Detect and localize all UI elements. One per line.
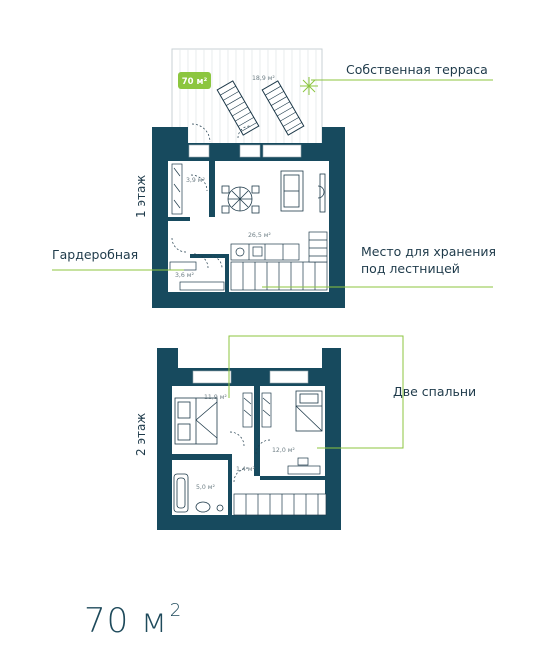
bed-icon [295,390,323,432]
terrace-callout: Собственная терраса [346,62,488,77]
sofa-icon [280,170,304,212]
storage-callout-line1: Место для хранения [361,244,496,259]
bathtub-icon [173,473,189,513]
bedroom2-area: 12,0 м² [272,447,295,454]
desk-icon [287,457,321,475]
parasol-icon [300,77,318,95]
sink-icon [195,501,224,513]
storage-callout-line2: под лестницей [361,261,460,276]
total-area-value: 70 м [84,601,168,641]
second-floor-label: 2 этаж [134,413,148,456]
tv-icon [317,173,326,213]
kitchen-unit [230,243,300,261]
total-area-unit-sup: 2 [169,600,183,621]
staircase [233,493,327,516]
bed-icon [174,397,218,445]
terrace-area: 18,9 м² [252,75,275,82]
bedrooms-callout: Две спальни [393,384,476,399]
staircase [230,231,328,291]
hall-area: 1,4 м² [236,466,255,473]
dining-table-icon [221,185,260,214]
wardrobe-top-area: 3,9 м² [186,177,205,184]
sun-lounger-icon [216,80,260,136]
terrace: 70 м² 18,9 м² [171,48,323,146]
sun-lounger-icon [261,80,305,136]
first-floor: 3,9 м² 26,5 м² [152,123,345,308]
second-floor: 11,9 м² 12,0 м² 1,4 м² [157,348,341,530]
living-area: 26,5 м² [248,232,271,239]
bath-area: 5,0 м² [196,484,215,491]
wardrobe-callout: Гардеробная [52,247,138,262]
bedroom1-area: 11,9 м² [204,394,227,401]
area-badge-text: 70 м² [182,77,208,87]
area-badge [178,72,211,89]
wardrobe-area: 3,6 м² [175,272,194,279]
first-floor-label: 1 этаж [134,175,148,218]
callout-lines [52,79,493,449]
